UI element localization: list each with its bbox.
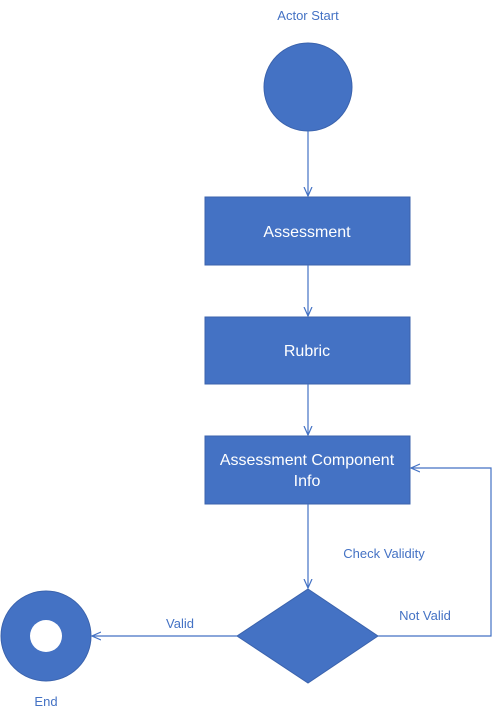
start-node <box>263 42 353 132</box>
assessment-component-label-line1: Assessment Component <box>220 452 395 469</box>
valid-label: Valid <box>166 616 194 631</box>
not-valid-label: Not Valid <box>399 608 451 623</box>
assessment-component-node: Assessment Component Info <box>204 435 411 505</box>
end-label: End <box>34 694 57 709</box>
assessment-node: Assessment <box>204 196 411 266</box>
assessment-component-label-line2: Info <box>294 473 321 490</box>
check-validity-label: Check Validity <box>343 546 425 561</box>
start-label: Actor Start <box>277 8 339 23</box>
end-node <box>0 590 92 682</box>
decision-diamond <box>236 588 379 684</box>
assessment-node-label: Assessment <box>263 224 351 241</box>
rubric-node-label: Rubric <box>284 343 330 360</box>
edge-decision-loop-to-component <box>378 468 492 637</box>
rubric-node: Rubric <box>204 316 411 385</box>
